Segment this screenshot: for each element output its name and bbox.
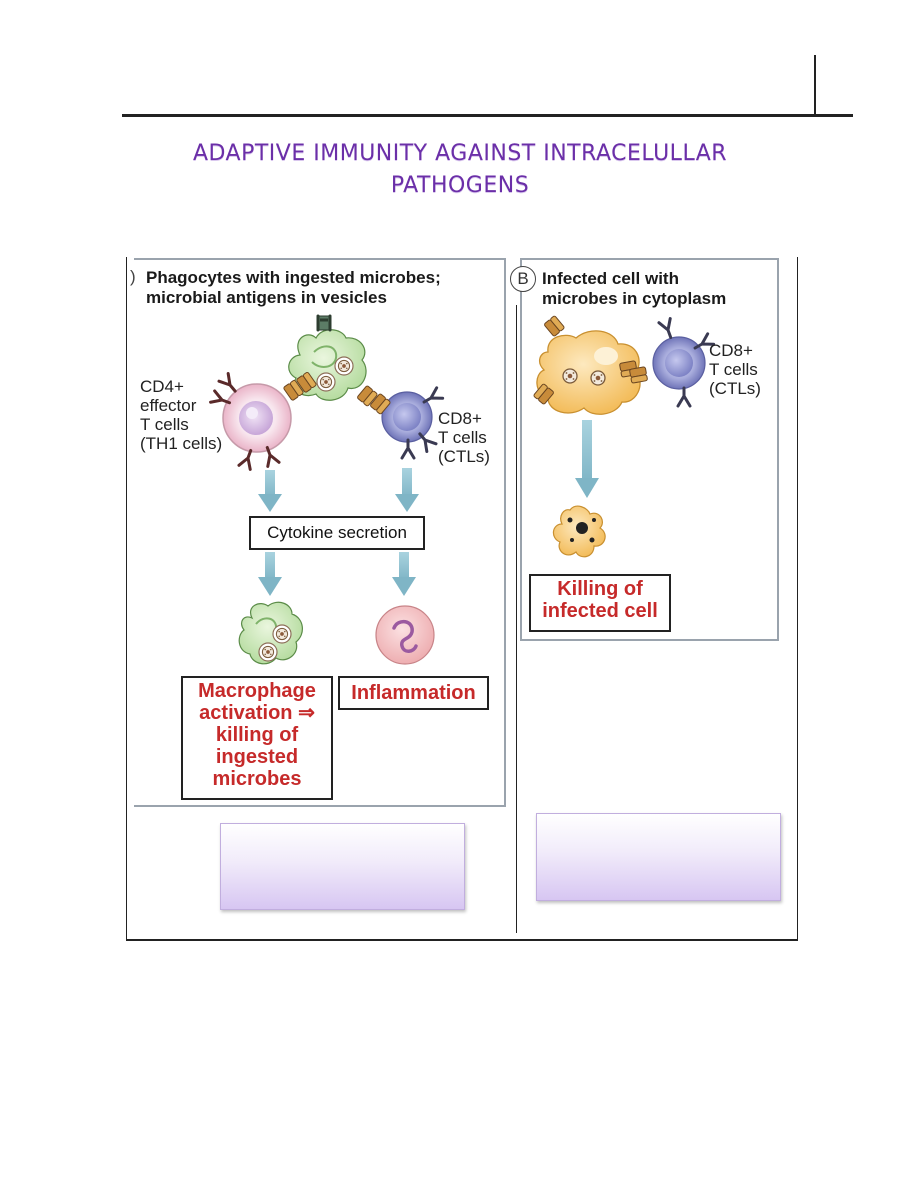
cd4-label-line-2: effector (140, 396, 197, 415)
arrow-to-killing (575, 420, 599, 498)
cytokine-secretion-box: Cytokine secretion (249, 516, 425, 550)
arrow-to-inflammation (392, 552, 416, 596)
figure-frame-bottom (126, 939, 798, 941)
macrophage-line-1: Macrophage (198, 680, 316, 702)
panel-a-heading-line-1: Phagocytes with ingested microbes; (146, 268, 441, 287)
cd4-t-cell (222, 383, 292, 453)
cd8-label-a: CD8+ T cells (CTLs) (438, 409, 490, 466)
cd8-label-a-line-3: (CTLs) (438, 447, 490, 466)
cd8-label-b-line-1: CD8+ (709, 341, 753, 360)
title-line-2: PATHOGENS (390, 173, 530, 198)
panel-a-heading: Phagocytes with ingested microbes; micro… (146, 268, 441, 308)
killing-infected-cell-box: Killing of infected cell (529, 574, 671, 632)
figure-frame-right (797, 257, 798, 941)
macrophage-line-5: microbes (212, 768, 302, 790)
cd8-label-a-line-1: CD8+ (438, 409, 482, 428)
macrophage-line-3: killing of (215, 724, 299, 746)
cd8-t-cell-b (652, 336, 706, 390)
cd4-label-line-4: (TH1 cells) (140, 434, 223, 453)
cd4-label-line-3: T cells (140, 415, 189, 434)
arrow-cd4-down (258, 470, 282, 512)
note-box-left (220, 823, 465, 910)
arrow-to-macrophage (258, 552, 282, 596)
inflammation-box: Inflammation (338, 676, 489, 710)
header-vertical-rule (814, 55, 816, 115)
figure-divider (516, 305, 517, 933)
cd4-label-line-1: CD4+ (140, 377, 184, 396)
panel-a-marker: ) (130, 267, 136, 286)
cd8-label-a-line-2: T cells (438, 428, 487, 447)
macrophage-activation-box: Macrophage activation ⇒ killing of inges… (181, 676, 333, 800)
panel-a-heading-line-2: microbial antigens in vesicles (146, 288, 387, 307)
cd8-label-b-line-3: (CTLs) (709, 379, 761, 398)
macrophage-line-2: activation ⇒ (199, 702, 315, 724)
activated-macrophage (238, 601, 303, 665)
cd8-label-b-line-2: T cells (709, 360, 758, 379)
panel-b-badge: B (510, 266, 536, 292)
cd4-label: CD4+ effector T cells (TH1 cells) (140, 377, 222, 453)
page-title: ADAPTIVE IMMUNITY AGAINST INTRACELULLAR … (150, 138, 770, 202)
macrophage-line-4: ingested (215, 746, 299, 768)
killing-line-1: Killing of (557, 578, 643, 600)
panel-b-heading-line-2: microbes in cytoplasm (542, 289, 727, 308)
cd8-label-b: CD8+ T cells (CTLs) (709, 341, 761, 398)
panel-b-heading-line-1: Infected cell with (542, 269, 679, 288)
inflammatory-cell (375, 605, 435, 665)
note-box-right (536, 813, 781, 901)
title-line-1: ADAPTIVE IMMUNITY AGAINST INTRACELULLAR (192, 141, 728, 166)
cd8-t-cell-a (381, 391, 433, 443)
killing-line-2: infected cell (542, 600, 658, 622)
figure-frame-left (126, 257, 127, 941)
panel-b-heading: Infected cell with microbes in cytoplasm (542, 269, 726, 309)
arrow-cd8-down (395, 468, 419, 512)
header-rule (122, 114, 853, 117)
